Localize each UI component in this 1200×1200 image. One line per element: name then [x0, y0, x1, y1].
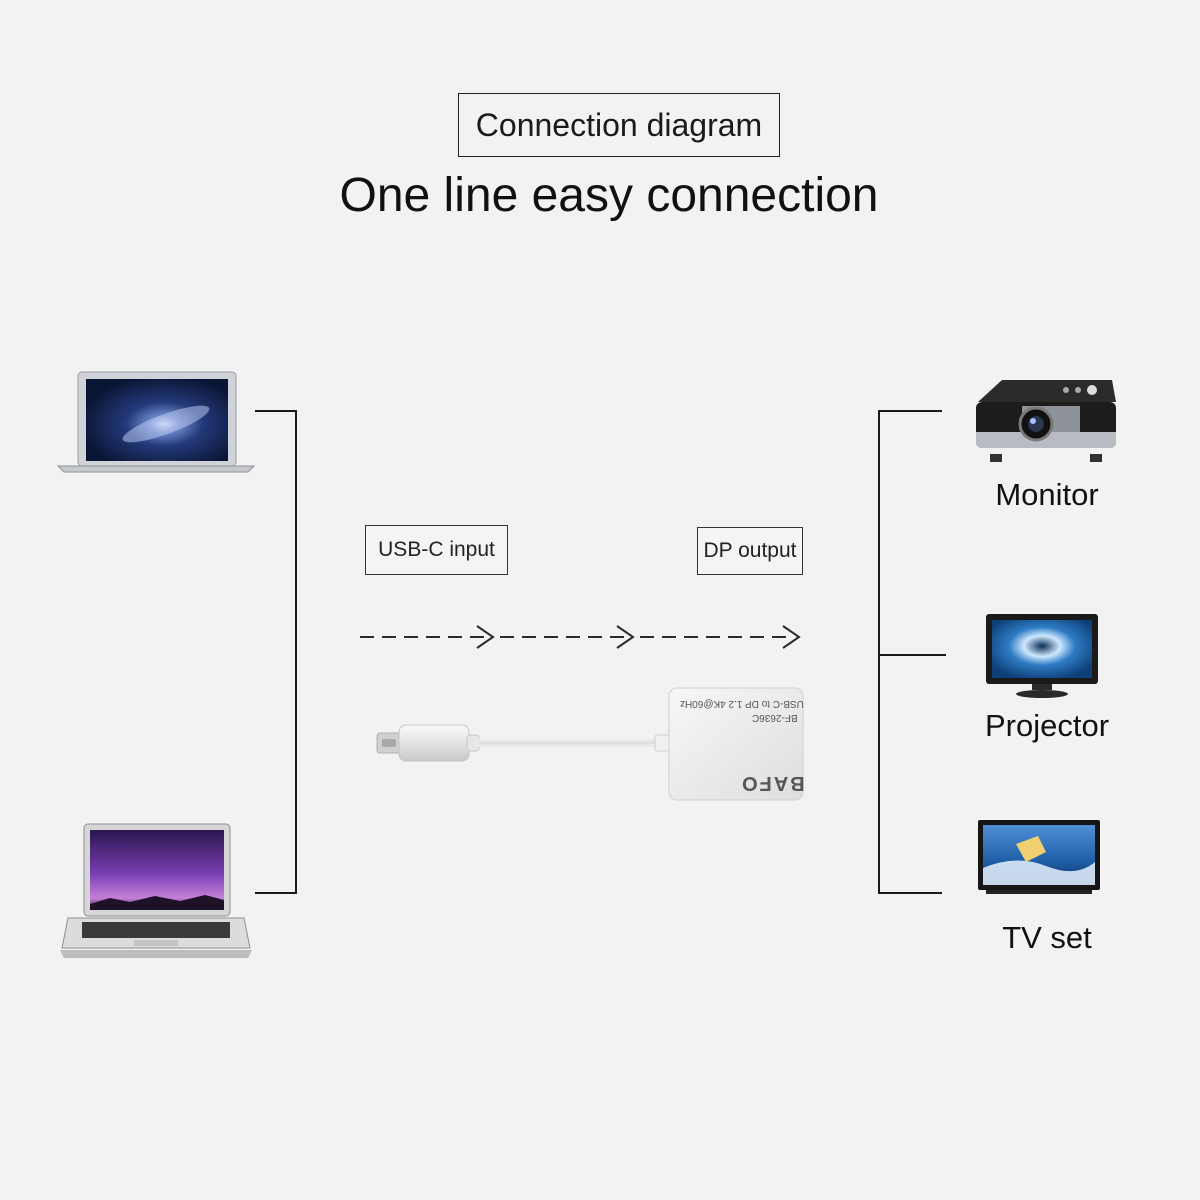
- diagram-title: Connection diagram: [458, 93, 780, 157]
- dp-output-label: DP output: [697, 527, 803, 575]
- output-bracket: [878, 410, 942, 894]
- monitor-icon: [986, 614, 1098, 698]
- diagram-subtitle: One line easy connection: [339, 169, 879, 222]
- usb-c-input-label: USB-C input: [365, 525, 508, 575]
- signal-flow-arrow: [360, 625, 801, 649]
- laptop-purple-screen-icon: [60, 823, 252, 958]
- laptop-macbook-air-icon: [56, 371, 256, 473]
- device-label-projector: Projector: [984, 708, 1110, 743]
- adapter-brand-text: BAFO: [740, 772, 805, 794]
- input-bracket: [255, 410, 297, 894]
- usb-c-to-dp-adapter-icon: [376, 687, 804, 801]
- adapter-model-text: BF-2636C: [752, 712, 798, 723]
- tv-icon: [978, 820, 1100, 894]
- device-label-tv-set: TV set: [1002, 920, 1092, 955]
- projector-icon: [976, 380, 1116, 462]
- device-label-monitor: Monitor: [995, 477, 1099, 512]
- adapter-spec-text: USB-C to DP 1.2 4K@60Hz: [680, 698, 804, 709]
- output-bracket-middle-tick: [878, 654, 946, 656]
